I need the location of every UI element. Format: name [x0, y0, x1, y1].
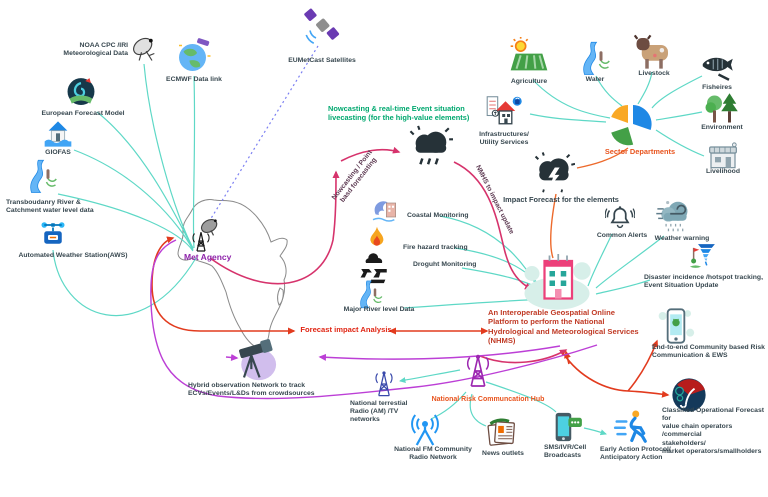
cyclone-icon: [64, 76, 98, 110]
fisheries-label: Fisheires: [702, 84, 732, 91]
rain-cloud-icon: [404, 124, 456, 170]
glofas-label: GIOFAS: [45, 149, 71, 156]
runner-icon: [610, 408, 652, 446]
storm-lightning-icon: [530, 151, 576, 195]
aws-label: Automated Weather Station(AWS): [18, 252, 128, 259]
fish-icon: [697, 49, 737, 85]
platform-label: An Interoperable Geospatial Online Platf…: [488, 308, 639, 346]
impact-forecast-label: Impact Forecast for the elements: [503, 195, 619, 204]
crop-field-icon: [509, 37, 549, 77]
coastal-wave-icon: [369, 193, 401, 225]
pie-chart-icon: [604, 101, 656, 149]
risk-hub-label: National Risk Communcation Hub: [431, 396, 545, 403]
disaster-incidence-label: Disaster incidence /hotspot tracking, Ev…: [644, 274, 763, 290]
trees-icon: [701, 91, 743, 127]
eumetcast-label: EUMetCast Satellites: [288, 57, 356, 64]
transboundary-label: Transboudanry River & Catchment water le…: [6, 199, 94, 215]
sms-phone-icon: [550, 408, 584, 446]
river-icon: [355, 279, 385, 309]
river-icon: [24, 158, 60, 194]
hybrid-network-label: Hybrid observation Network to track ECVs…: [188, 382, 315, 398]
environment-label: Environment: [701, 124, 743, 131]
am-tv-label: National terrestial Radio (AM) /TV netwo…: [350, 400, 408, 424]
classified-forecast-label: Classified Operational Forecast for valu…: [662, 407, 764, 455]
satellite-icon: [304, 8, 340, 44]
smartphone-icon: [656, 306, 696, 346]
infrastructure-label: Infrastructures/ Utility Services: [479, 131, 529, 147]
newspaper-icon: [482, 416, 520, 450]
noaa-label: NOAA CPC /IRI Meteorological Data: [63, 42, 128, 58]
met-agency-label: Met Agency: [184, 252, 232, 262]
telescope-icon: [230, 338, 280, 382]
livelihood-label: Livelihood: [706, 168, 740, 175]
coastal-monitoring-label: Coastal Monitoring: [407, 212, 469, 219]
major-river-label: Major River level Data: [343, 306, 415, 313]
flooded-house-icon: [42, 116, 74, 148]
weather-station-icon: [38, 220, 68, 250]
globe-satellite-icon: [176, 38, 212, 74]
forecast-impact-analysis-label: Forecast impact Analysis: [300, 325, 392, 334]
end-to-end-label: End-to-end Community based Risk Communic…: [652, 344, 765, 360]
river-icon: [577, 40, 613, 76]
early-action-label: Early Action Protocol/ Anticipatory Acti…: [600, 446, 671, 462]
bell-icon: [602, 203, 638, 233]
fm-radio-label: National FM Community Radio Network: [394, 446, 472, 462]
flame-icon: [363, 225, 391, 253]
european-forecast-model-label: European Forecast Model: [41, 110, 125, 117]
hub-distribution-links: [399, 369, 607, 436]
fire-hazard-label: Fire hazard tracking: [403, 244, 468, 251]
common-alerts-label: Common Alerts: [596, 232, 648, 239]
ecmwf-label: ECMWF Data link: [166, 76, 222, 83]
weather-warning-label: Weather warning: [654, 235, 710, 242]
satellite-dish-icon: [131, 36, 159, 64]
livestock-label: Livestock: [638, 70, 670, 77]
tornado-icon: [686, 241, 720, 271]
wind-cloud-icon: [650, 197, 698, 235]
radio-tower-icon: [370, 364, 398, 404]
agriculture-label: Agriculture: [510, 78, 548, 85]
sector-links: [529, 71, 705, 157]
building-cloud-icon: [522, 251, 592, 311]
radio-tower-icon: [460, 348, 496, 394]
satellite-downlink-line: [209, 45, 319, 221]
dish-antenna-icon: [191, 218, 221, 254]
observation-loop: [150, 239, 598, 400]
nowcasting-title: Nowcasting & real-time Event situation l…: [328, 104, 470, 122]
drought-monitoring-label: Droguht Monitoring: [413, 261, 477, 268]
impact-links: [549, 147, 629, 259]
news-outlets-label: News outlets: [482, 450, 524, 457]
sector-departments-label: Sector Departments: [604, 147, 676, 156]
cow-icon: [633, 31, 675, 73]
water-label: Water: [585, 76, 605, 83]
sms-broadcast-label: SMS/IVR/Cell Broadcasts: [544, 444, 587, 460]
